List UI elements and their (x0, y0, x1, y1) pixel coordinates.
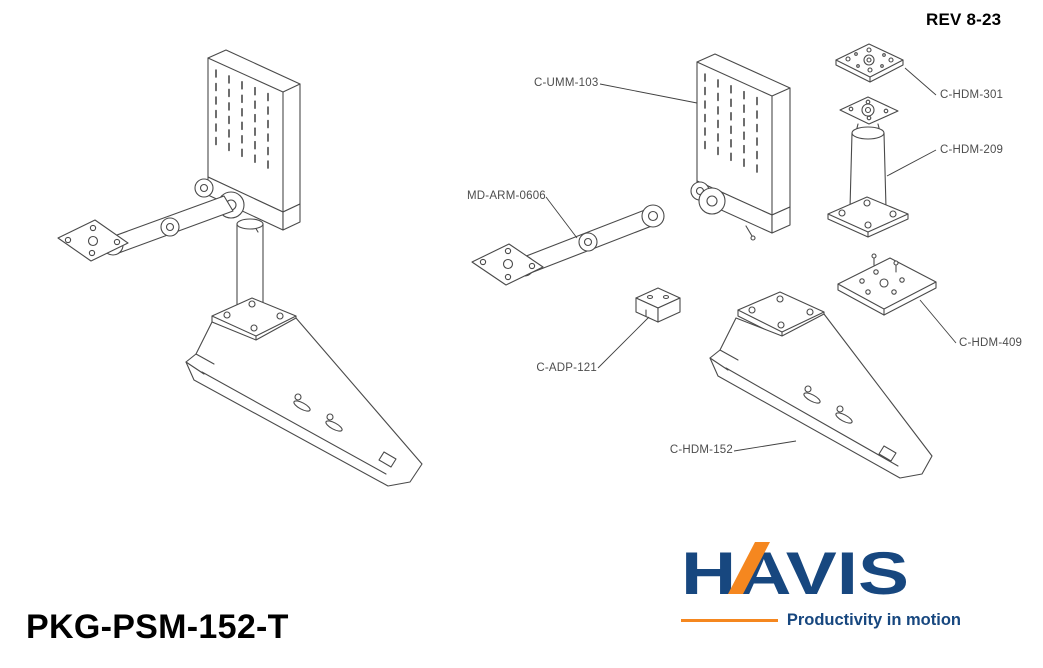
part-label-c-hdm-209: C-HDM-209 (940, 144, 1004, 156)
drawing-c-hdm-152 (709, 291, 933, 479)
tagline-row: Productivity in motion (681, 611, 961, 630)
drawing-c-umm-103 (690, 53, 791, 241)
exploded-view-drawing (471, 43, 937, 479)
plate-slot-grid (704, 73, 758, 173)
leader-lines (545, 67, 957, 452)
plate-slot-grid (215, 69, 269, 169)
tagline-accent-line (681, 619, 778, 622)
brand-a-orange-stroke (728, 542, 770, 594)
part-label-md-arm-0606: MD-ARM-0606 (467, 190, 546, 202)
revision-label: REV 8-23 (926, 10, 1002, 29)
assembled-assembly-drawing (57, 49, 423, 487)
drawing-c-adp-121 (635, 287, 681, 323)
part-label-c-umm-103: C-UMM-103 (534, 77, 599, 89)
havis-logo: HAVIS Productivity in motion (681, 540, 961, 630)
havis-wordmark: HAVIS (681, 540, 909, 607)
part-label-c-hdm-152: C-HDM-152 (669, 444, 733, 456)
brand-text: HAVIS (681, 540, 909, 602)
drawing-md-arm-0606 (471, 204, 665, 286)
part-label-c-adp-121: C-ADP-121 (536, 362, 597, 374)
part-label-c-hdm-301: C-HDM-301 (940, 89, 1004, 101)
drawing-c-hdm-409 (837, 253, 937, 316)
drawing-c-hdm-209 (827, 96, 909, 238)
tagline-text: Productivity in motion (786, 611, 961, 629)
drawing-c-hdm-301 (835, 43, 904, 83)
part-label-c-hdm-409: C-HDM-409 (959, 337, 1023, 349)
package-title: PKG-PSM-152-T (26, 608, 289, 646)
